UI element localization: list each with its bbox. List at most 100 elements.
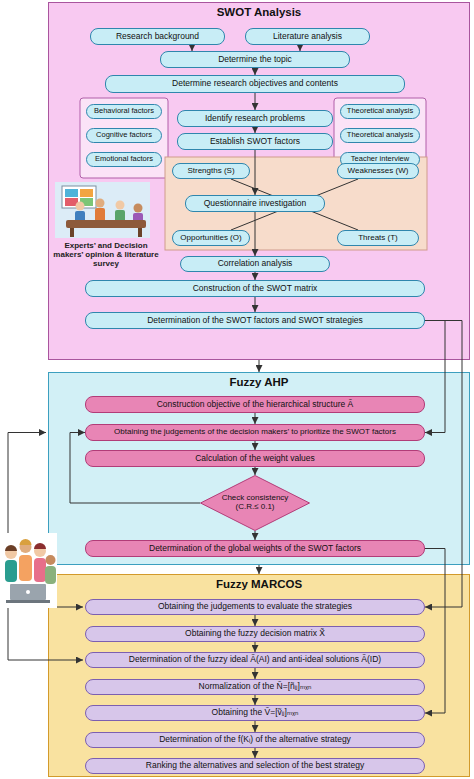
flow-arrow xyxy=(255,695,256,705)
process-box: Theoretical analysis xyxy=(340,104,420,119)
box-text: Cognitive factors xyxy=(92,131,156,139)
section-title: Fuzzy MARCOS xyxy=(49,578,469,591)
box-text: Emotional factors xyxy=(91,155,157,163)
box-text: Construction objective of the hierarchic… xyxy=(153,400,358,409)
flow-arrow xyxy=(255,127,256,133)
box-text: Threats (T) xyxy=(354,234,402,243)
person-body xyxy=(19,555,32,581)
process-box: Calculation of the weight values xyxy=(85,450,425,467)
process-box: Determination of the global weights of t… xyxy=(85,540,425,557)
box-text: Literature analysis xyxy=(269,32,346,41)
process-box: Threats (T) xyxy=(337,230,419,246)
box-text: Obtaining the judgements to evaluate the… xyxy=(154,602,356,611)
box-text: Ranking the alternatives and selection o… xyxy=(142,761,368,770)
process-box: Construction of the SWOT matrix xyxy=(85,280,425,297)
process-box: Emotional factors xyxy=(86,152,162,167)
box-text: Questionnaire investigation xyxy=(200,199,311,208)
laptop-logo xyxy=(26,590,30,594)
box-text: Correlation analysis xyxy=(214,259,297,268)
flow-arrow xyxy=(255,93,256,110)
process-box: Establish SWOT factors xyxy=(177,133,333,150)
person-body xyxy=(34,558,46,582)
cross-line xyxy=(231,179,358,230)
box-text: Normalization of the Ñ=[ñᵢⱼ]ₘₓₙ xyxy=(195,682,316,691)
process-box: Determine research objectives and conten… xyxy=(105,75,405,93)
flow-arrow xyxy=(255,413,256,424)
flow-arrow xyxy=(255,68,256,75)
process-box: Opportunities (O) xyxy=(172,230,250,246)
section-title: SWOT Analysis xyxy=(49,6,469,19)
flow-arrow xyxy=(255,668,256,679)
section-band: SWOT AnalysisResearch background Literatu… xyxy=(48,2,470,360)
box-text: Theoretical analysis xyxy=(343,131,417,139)
process-box: Correlation analysis xyxy=(180,256,330,272)
process-box: Identify research problems xyxy=(177,110,333,127)
process-box: Obtaining the judgements of the decision… xyxy=(85,424,425,441)
diamond-outline xyxy=(201,476,310,531)
process-box: Theoretical analysis xyxy=(340,128,420,143)
flow-arrow xyxy=(255,642,256,652)
flow-arrow xyxy=(255,272,256,280)
annotation-label: Experts’ and Decision makers’ opinion & … xyxy=(50,241,162,269)
person-head xyxy=(5,547,17,559)
person-hair xyxy=(5,545,17,551)
box-text: Construction of the SWOT matrix xyxy=(189,284,322,293)
process-box: Obtaining the judgements to evaluate the… xyxy=(85,599,425,615)
box-text: Establish SWOT factors xyxy=(206,137,304,146)
process-box: Determination of the SWOT factors and SW… xyxy=(85,312,425,329)
process-box: Normalization of the Ñ=[ñᵢⱼ]ₘₓₙ xyxy=(85,679,425,695)
flow-arrow xyxy=(255,150,256,195)
box-text: Determine research objectives and conten… xyxy=(168,79,342,88)
section-band: Fuzzy MARCOS Obtaining the judgements to … xyxy=(48,574,470,777)
flow-arrow xyxy=(299,45,300,51)
box-text: Obtaining the Ṽ=[ṽᵢⱼ]ₘₓₙ xyxy=(208,708,303,717)
flow-arrow xyxy=(259,360,260,372)
box-text: Check consistency (C.R.≤ 0.1) xyxy=(211,494,299,512)
input-arrow xyxy=(8,432,46,433)
box-text: Strengths (S) xyxy=(183,167,238,176)
box-text: Weaknesses (W) xyxy=(344,167,413,176)
process-box: Ranking the alternatives and selection o… xyxy=(85,758,425,774)
flow-arrow xyxy=(259,565,260,574)
person-head xyxy=(34,545,46,557)
flow-arrow xyxy=(70,433,200,504)
process-box: Questionnaire investigation xyxy=(185,195,325,212)
process-box: Obtaining the Ṽ=[ṽᵢⱼ]ₘₓₙ xyxy=(85,705,425,721)
flow-arrow xyxy=(255,748,256,758)
flow-arrow xyxy=(255,615,256,626)
process-box: Research background xyxy=(90,28,225,45)
box-text: Theoretical analysis xyxy=(343,107,417,115)
laptop xyxy=(10,584,46,600)
process-box: Cognitive factors xyxy=(86,128,162,143)
decision-diamond: Check consistency (C.R.≤ 0.1) xyxy=(200,475,310,531)
box-text: Calculation of the weight values xyxy=(191,454,319,463)
flow-arrow xyxy=(192,45,193,51)
section-band: Fuzzy AHP Construction objective of the h… xyxy=(48,372,470,565)
flow-arrow xyxy=(255,467,256,475)
process-box: Construction objective of the hierarchic… xyxy=(85,396,425,413)
flow-arrow xyxy=(255,721,256,732)
box-text: Behavioral factors xyxy=(90,107,158,115)
cross-line xyxy=(231,179,358,230)
flow-arrow xyxy=(425,321,462,608)
process-box: Determination of the fuzzy ideal Ã(AI) a… xyxy=(85,652,425,668)
person-head xyxy=(20,541,32,553)
flow-arrow xyxy=(425,321,445,433)
group-frame xyxy=(334,98,426,178)
process-box: Determination of the f(Kᵢ) of the altern… xyxy=(85,732,425,748)
box-text: Opportunities (O) xyxy=(176,234,245,243)
process-box: Literature analysis xyxy=(245,28,370,45)
group-frame xyxy=(80,98,168,178)
box-text: Determination of the global weights of t… xyxy=(145,544,365,553)
laptop-base xyxy=(6,600,50,603)
process-box: Strengths (S) xyxy=(172,163,250,179)
box-text: Determine the topic xyxy=(214,55,296,64)
box-text: Determination of the SWOT factors and SW… xyxy=(143,316,367,325)
box-text: Research background xyxy=(112,32,203,41)
section-title: Fuzzy AHP xyxy=(49,376,469,389)
flow-arrow xyxy=(255,531,256,540)
box-text: Determination of the fuzzy ideal Ã(AI) a… xyxy=(125,655,385,664)
person-hair xyxy=(34,543,46,549)
box-text: Obtaining the judgements of the decision… xyxy=(110,428,400,437)
